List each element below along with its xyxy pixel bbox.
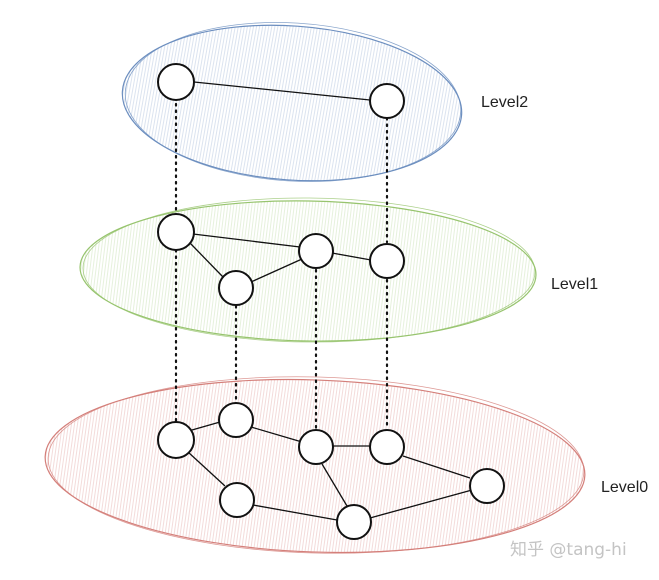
edge-level0-e-f bbox=[252, 504, 338, 521]
node-level0-b bbox=[369, 429, 405, 465]
level0-graph bbox=[157, 402, 505, 540]
level2-graph bbox=[157, 63, 405, 119]
edge-level0-a-e bbox=[187, 451, 226, 487]
edge-level1-d-b bbox=[331, 252, 372, 261]
edge-level1-a-d bbox=[192, 233, 301, 248]
node-level0-d bbox=[298, 429, 334, 465]
node-level1-b bbox=[369, 243, 405, 279]
layer-level0-ellipse bbox=[44, 376, 586, 554]
layer-level2-ellipse bbox=[121, 22, 463, 182]
edge-level0-f-g bbox=[369, 489, 473, 519]
edge-level1-a-c bbox=[189, 242, 224, 278]
node-level1-a bbox=[157, 213, 195, 251]
node-level2-b bbox=[369, 83, 405, 119]
node-level2-a bbox=[157, 63, 195, 101]
edge-level0-a-c bbox=[191, 421, 221, 431]
label-level0: Level0 bbox=[601, 479, 648, 496]
node-level0-g bbox=[469, 468, 505, 504]
vertical-links bbox=[174, 102, 389, 431]
node-level0-f bbox=[336, 504, 372, 540]
node-level0-e bbox=[219, 482, 255, 518]
label-level2: Level2 bbox=[481, 94, 528, 111]
watermark: 知乎 @tang-hi bbox=[510, 540, 627, 560]
edge-level2-a-b bbox=[193, 81, 371, 101]
edge-level0-b-g bbox=[402, 455, 471, 479]
node-level0-c bbox=[218, 402, 254, 438]
edge-level0-d-f bbox=[321, 463, 348, 507]
edge-level1-c-d bbox=[250, 258, 303, 283]
level1-graph bbox=[157, 213, 405, 306]
node-level0-a bbox=[157, 421, 195, 459]
label-level1: Level1 bbox=[551, 276, 598, 293]
node-level1-d bbox=[298, 233, 334, 269]
node-level1-c bbox=[218, 270, 254, 306]
layer-level1-ellipse bbox=[79, 197, 537, 343]
edge-level0-c-d bbox=[250, 426, 303, 443]
